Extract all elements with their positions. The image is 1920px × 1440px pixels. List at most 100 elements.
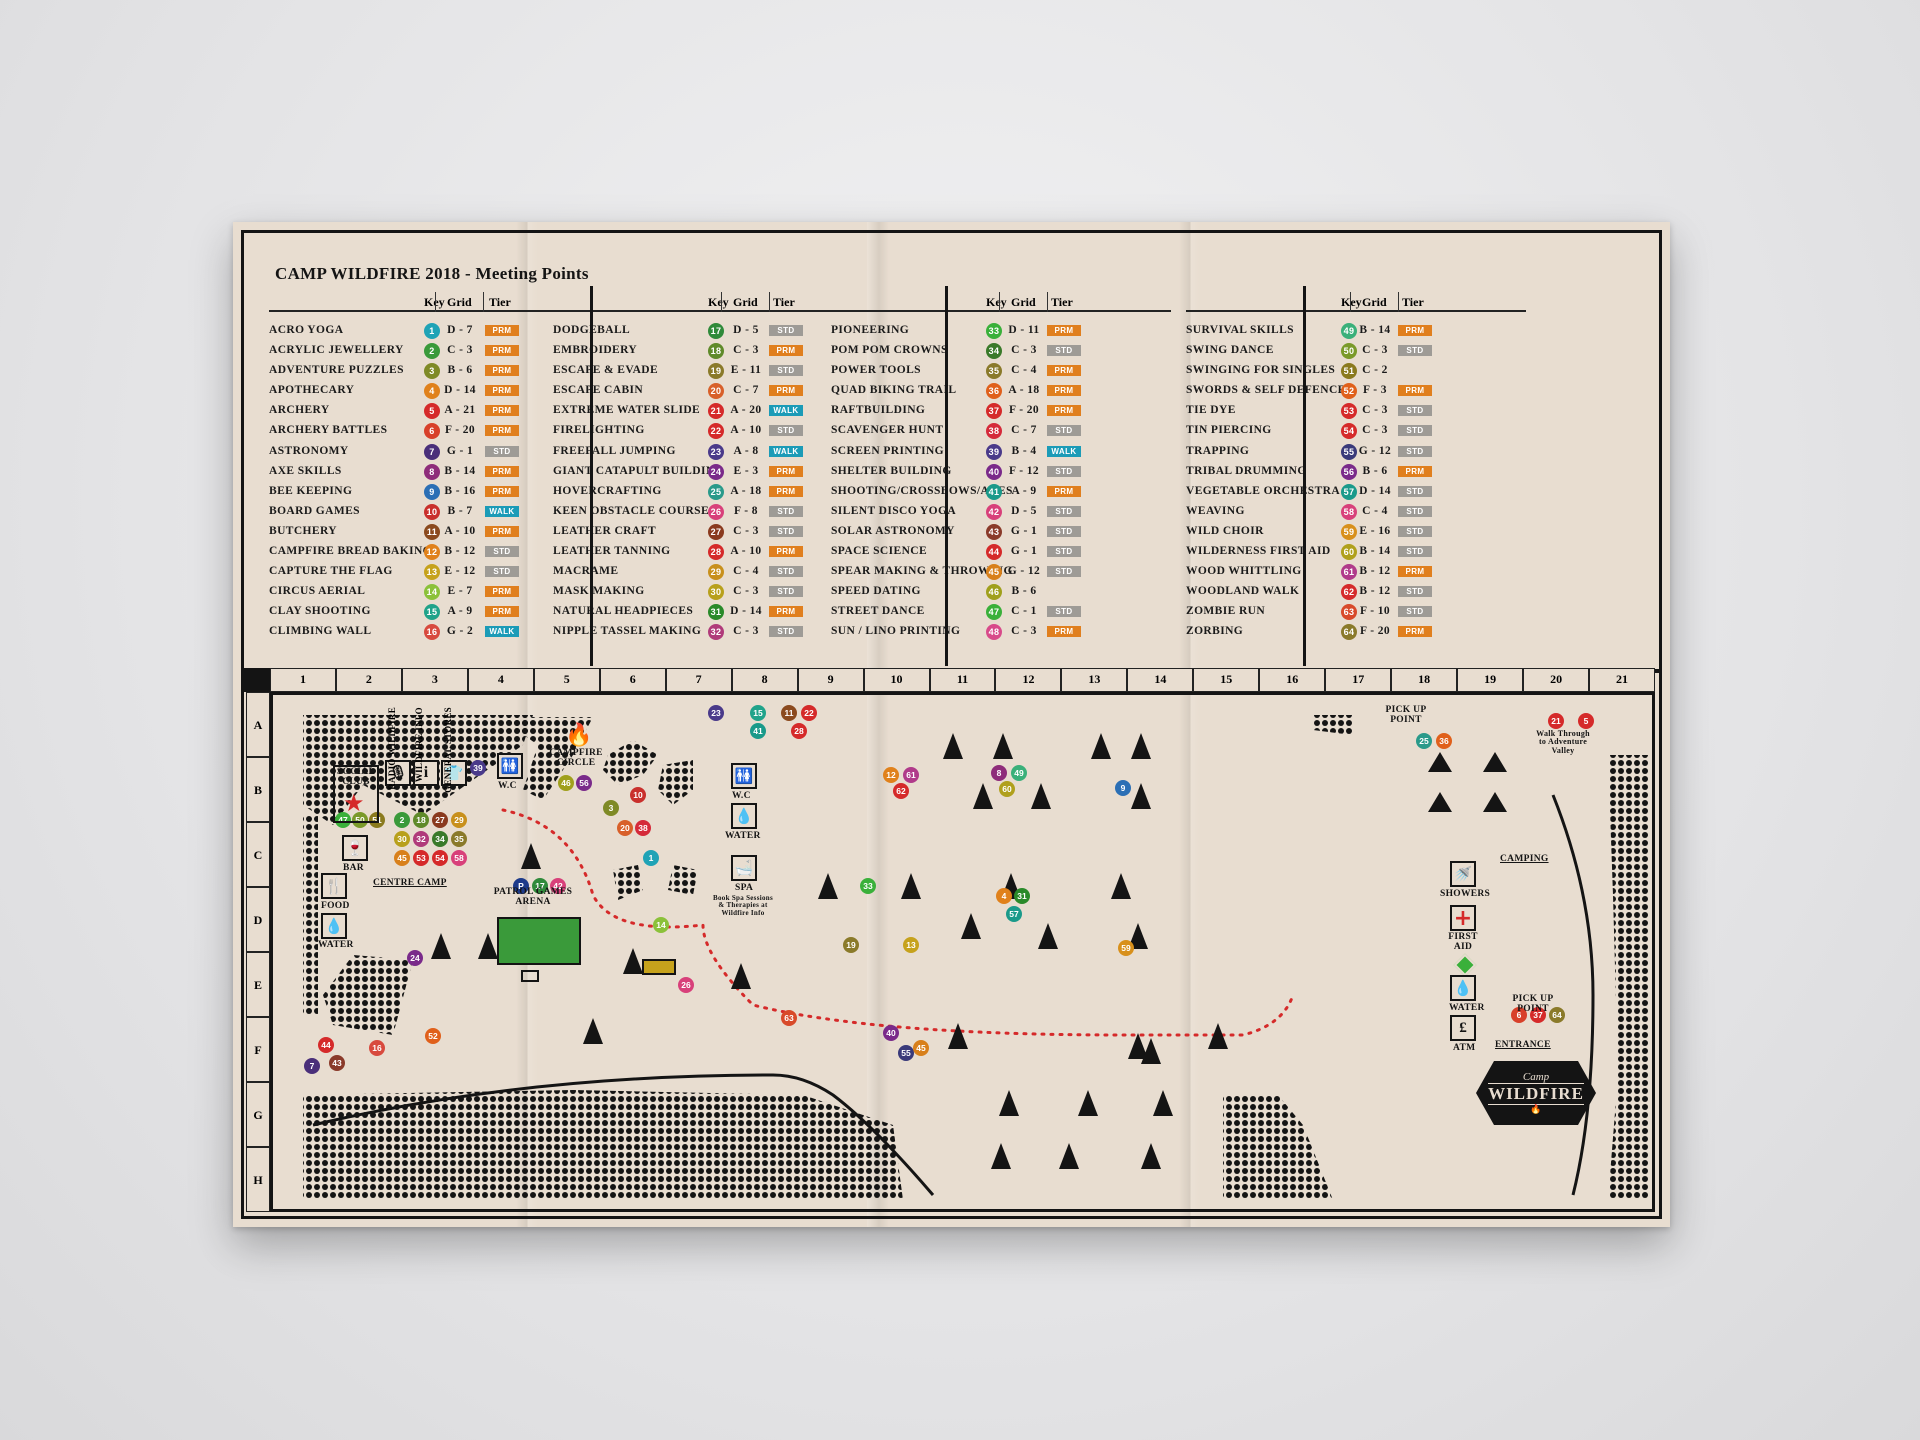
tier-badge: PRM: [485, 606, 519, 618]
tree-icon: [521, 843, 541, 869]
meeting-point-pin[interactable]: 6: [1511, 1007, 1527, 1023]
meeting-point-pin[interactable]: 47: [335, 812, 351, 828]
tier-badge: STD: [769, 325, 803, 336]
meeting-point-pin[interactable]: 61: [903, 767, 919, 783]
meeting-point-pin[interactable]: 39: [470, 760, 486, 776]
meeting-point-pin[interactable]: 19: [843, 937, 859, 953]
meeting-point-pin[interactable]: 44: [318, 1037, 334, 1053]
meeting-point-pin[interactable]: 13: [903, 937, 919, 953]
meeting-point-pin[interactable]: 5: [1578, 713, 1594, 729]
meeting-point-pin[interactable]: 1: [643, 850, 659, 866]
activity-name: SWING DANCE: [1186, 344, 1274, 357]
meeting-point-pin[interactable]: 60: [999, 781, 1015, 797]
grid-ref: G - 12: [1007, 565, 1041, 578]
grid-ref: B - 12: [1359, 585, 1391, 598]
grid-col-label: 18: [1391, 668, 1458, 692]
meeting-point-pin[interactable]: 55: [898, 1045, 914, 1061]
key-badge: 30: [708, 584, 724, 601]
woodland-area: [1608, 755, 1648, 1200]
tier-badge: STD: [1047, 465, 1081, 477]
meeting-point-pin[interactable]: 26: [678, 977, 694, 993]
meeting-point-pin[interactable]: 22: [801, 705, 817, 721]
road: [1551, 794, 1595, 1196]
tree-icon: [1153, 1090, 1173, 1116]
activity-name: TRAPPING: [1186, 444, 1250, 457]
grid-ref: G - 12: [1358, 444, 1392, 457]
meeting-point-pin[interactable]: 45: [913, 1040, 929, 1056]
meeting-point-pin[interactable]: 58: [451, 850, 467, 866]
grid-ref: G - 2: [446, 625, 474, 638]
meeting-point-pin[interactable]: 54: [432, 850, 448, 866]
key-badge: 11: [424, 523, 440, 540]
meeting-point-pin[interactable]: 28: [791, 723, 807, 739]
meeting-point-pin[interactable]: 40: [883, 1025, 899, 1041]
meeting-point-pin[interactable]: 4: [996, 888, 1012, 904]
meeting-point-pin[interactable]: 10: [630, 787, 646, 803]
meeting-point-pin[interactable]: 32: [413, 831, 429, 847]
meeting-point-pin[interactable]: 20: [617, 820, 633, 836]
meeting-point-pin[interactable]: 17: [532, 878, 548, 894]
meeting-point-pin[interactable]: 15: [750, 705, 766, 721]
patrol-arena-label: PATROL GAMES ARENA: [493, 887, 573, 907]
meeting-point-pin[interactable]: 3: [603, 800, 619, 816]
grid-ref: F - 8: [734, 504, 758, 517]
tier-badge: PRM: [485, 345, 519, 357]
meeting-point-pin[interactable]: 63: [781, 1010, 797, 1026]
meeting-point-pin[interactable]: 33: [860, 878, 876, 894]
meeting-point-pin[interactable]: 27: [432, 812, 448, 828]
meeting-point-pin[interactable]: 14: [653, 917, 669, 933]
meeting-point-pin[interactable]: 2: [394, 812, 410, 828]
activity-name: ESCAPE CABIN: [553, 384, 644, 397]
bar-label: BAR: [343, 863, 364, 873]
meeting-point-pin[interactable]: 59: [1118, 940, 1134, 956]
meeting-point-pin[interactable]: 16: [369, 1040, 385, 1056]
meeting-point-pin[interactable]: 18: [413, 812, 429, 828]
meeting-point-pin[interactable]: 41: [750, 723, 766, 739]
meeting-point-pin[interactable]: 43: [329, 1055, 345, 1071]
tier-badge: PRM: [485, 485, 519, 497]
key-badge: 46: [986, 584, 1002, 601]
key-badge: 15: [424, 604, 440, 621]
meeting-point-pin[interactable]: 9: [1115, 780, 1131, 796]
logo-camp-text: Camp: [1522, 1071, 1550, 1083]
meeting-point-pin[interactable]: 42: [550, 878, 566, 894]
meeting-point-pin[interactable]: 46: [558, 775, 574, 791]
meeting-point-pin[interactable]: 12: [883, 767, 899, 783]
meeting-point-pin[interactable]: 30: [394, 831, 410, 847]
meeting-point-pin[interactable]: 38: [635, 820, 651, 836]
meeting-point-pin[interactable]: 7: [304, 1058, 320, 1074]
tree-icon: [1111, 873, 1131, 899]
meeting-point-pin[interactable]: 11: [781, 705, 797, 721]
meeting-point-pin[interactable]: 29: [451, 812, 467, 828]
meeting-point-pin[interactable]: 35: [451, 831, 467, 847]
meeting-point-pin[interactable]: 53: [413, 850, 429, 866]
meeting-point-pin[interactable]: 57: [1006, 906, 1022, 922]
woodland-area: [303, 815, 318, 1015]
meeting-point-pin[interactable]: 49: [1011, 765, 1027, 781]
meeting-point-pin[interactable]: 21: [1548, 713, 1564, 729]
meeting-point-pin[interactable]: 50: [352, 812, 368, 828]
meeting-point-pin[interactable]: 64: [1549, 1007, 1565, 1023]
meeting-point-pin[interactable]: 8: [991, 765, 1007, 781]
meeting-point-pin[interactable]: 37: [1530, 1007, 1546, 1023]
meeting-point-pin[interactable]: 34: [432, 831, 448, 847]
toilet-icon: 🚻: [497, 753, 523, 779]
meeting-point-pin[interactable]: 62: [893, 783, 909, 799]
meeting-point-pin[interactable]: 52: [425, 1028, 441, 1044]
grid-row-label: H: [246, 1147, 270, 1212]
meeting-point-pin[interactable]: 36: [1436, 733, 1452, 749]
meeting-point-pin[interactable]: 45: [394, 850, 410, 866]
grid-ref: A - 9: [1011, 484, 1037, 497]
meeting-point-pin[interactable]: 31: [1014, 888, 1030, 904]
meeting-point-pin[interactable]: 56: [576, 775, 592, 791]
meeting-point-pin[interactable]: 23: [708, 705, 724, 721]
meeting-point-pin[interactable]: 24: [407, 950, 423, 966]
meeting-point-pin[interactable]: 25: [1416, 733, 1432, 749]
